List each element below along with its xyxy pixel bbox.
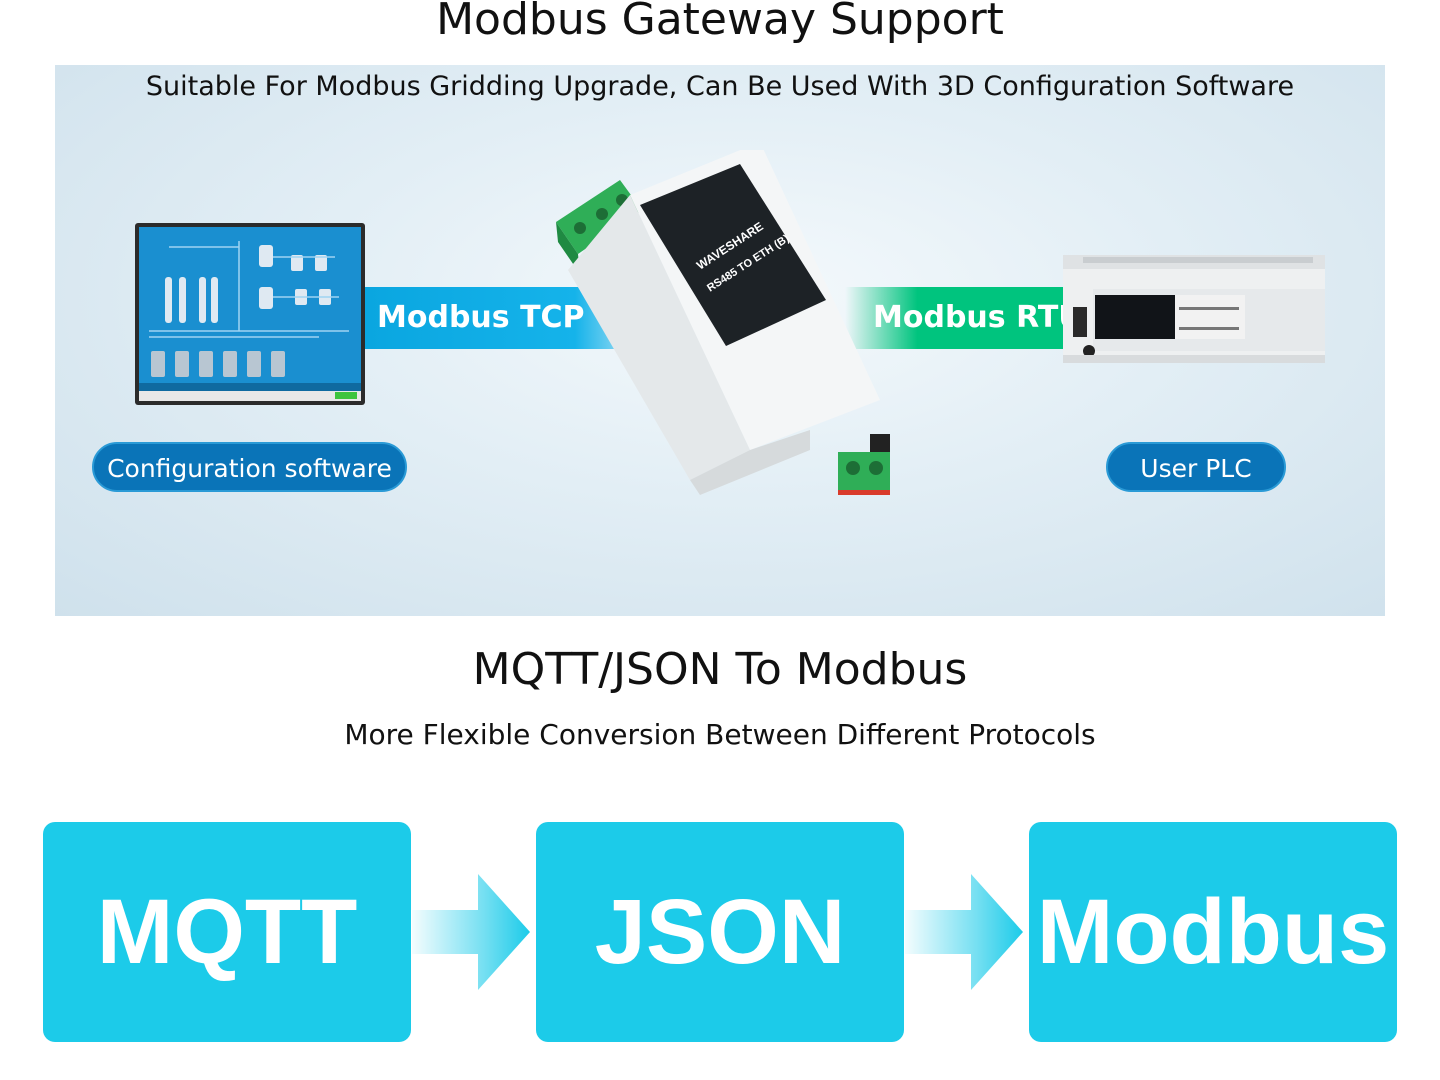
terminal-block-icon	[556, 180, 642, 274]
flow-box-json: JSON	[536, 822, 904, 1042]
mqtt-subtitle: More Flexible Conversion Between Differe…	[344, 718, 1096, 751]
gateway-subtitle: Suitable For Modbus Gridding Upgrade, Ca…	[145, 71, 1295, 102]
user-plc-label: User PLC	[1106, 442, 1286, 492]
gateway-diagram-panel: Suitable For Modbus Gridding Upgrade, Ca…	[55, 65, 1385, 616]
flow-box-modbus: Modbus	[1029, 822, 1397, 1042]
flow-arrow-icon	[412, 874, 530, 990]
section-title-gateway: Modbus Gateway Support	[436, 0, 1004, 45]
configuration-software-label: Configuration software	[92, 442, 407, 492]
scada-diagram-icon	[139, 227, 361, 401]
user-plc-device	[1063, 255, 1325, 363]
rs485-eth-device: WAVESHARE RS485 TO ETH (B)	[556, 150, 890, 495]
flow-arrow-icon	[905, 874, 1023, 990]
flow-box-mqtt: MQTT	[43, 822, 411, 1042]
terminal-block-bottom-icon	[838, 452, 890, 495]
section-title-mqtt: MQTT/JSON To Modbus	[472, 644, 968, 695]
configuration-software-screen	[135, 223, 365, 405]
